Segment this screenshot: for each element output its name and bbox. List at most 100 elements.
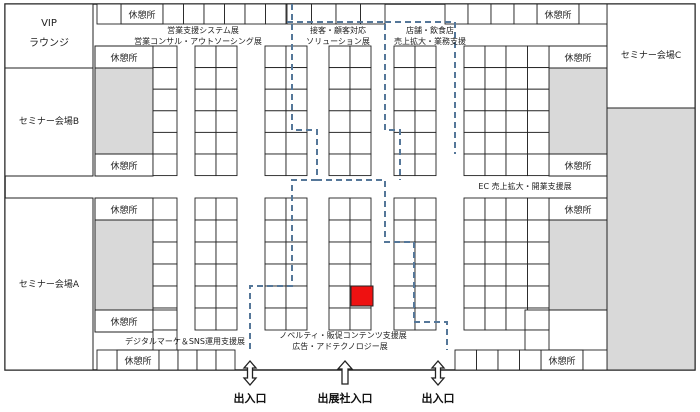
booth[interactable] (285, 285, 308, 309)
booth[interactable] (215, 67, 238, 90)
booth[interactable] (152, 153, 178, 177)
booth[interactable] (505, 219, 528, 243)
booth[interactable] (527, 67, 550, 90)
booth[interactable] (349, 153, 372, 177)
booth[interactable] (328, 153, 351, 177)
booth[interactable] (463, 219, 486, 243)
booth[interactable] (393, 131, 416, 155)
booth[interactable] (414, 263, 437, 287)
booth[interactable] (328, 45, 351, 69)
booth[interactable] (349, 88, 372, 112)
booth[interactable] (527, 110, 550, 133)
booth[interactable] (463, 263, 486, 287)
booth[interactable] (264, 45, 287, 69)
rest-area[interactable]: 休憩所 (94, 45, 154, 69)
booth[interactable] (454, 349, 477, 371)
booth[interactable] (328, 88, 351, 112)
entrance-left-label[interactable]: 出入口 (234, 391, 267, 405)
booth[interactable] (484, 263, 507, 287)
booth[interactable] (393, 197, 416, 221)
booth[interactable] (196, 349, 217, 371)
booth[interactable] (349, 110, 372, 133)
booth[interactable] (264, 88, 287, 112)
booth[interactable] (524, 309, 550, 331)
booth[interactable] (215, 241, 238, 265)
seminar-room-c[interactable] (606, 3, 696, 109)
booth[interactable] (476, 349, 499, 371)
booth[interactable] (393, 263, 416, 287)
booth[interactable] (484, 197, 507, 221)
booth[interactable] (264, 241, 287, 265)
booth[interactable] (463, 67, 486, 90)
booth[interactable] (505, 263, 528, 287)
booth[interactable] (527, 285, 550, 309)
booth[interactable] (463, 45, 486, 69)
booth[interactable] (215, 45, 238, 69)
booth[interactable] (158, 349, 179, 371)
booth[interactable] (463, 88, 486, 112)
booth[interactable] (285, 219, 308, 243)
booth[interactable] (527, 45, 550, 69)
booth[interactable] (505, 67, 528, 90)
rest-area[interactable]: 休憩所 (548, 45, 608, 69)
booth[interactable] (194, 88, 217, 112)
booth[interactable] (484, 285, 507, 309)
booth[interactable] (265, 3, 287, 25)
booth[interactable] (328, 110, 351, 133)
rest-area[interactable]: 休憩所 (548, 197, 608, 221)
booth[interactable] (414, 131, 437, 155)
booth[interactable] (285, 153, 308, 177)
booth[interactable] (264, 131, 287, 155)
booth[interactable] (224, 3, 246, 25)
booth[interactable] (152, 197, 178, 221)
booth[interactable] (152, 110, 178, 133)
booth[interactable] (215, 307, 238, 331)
booth[interactable] (463, 241, 486, 265)
exhibitor-entrance-label[interactable]: 出展社入口 (318, 391, 373, 405)
booth[interactable] (393, 307, 416, 331)
booth[interactable] (285, 197, 308, 221)
booth[interactable] (328, 285, 351, 309)
booth[interactable] (505, 88, 528, 112)
booth[interactable] (328, 131, 351, 155)
booth[interactable] (349, 263, 372, 287)
booth[interactable] (152, 219, 178, 243)
rest-area[interactable]: 休憩所 (116, 349, 160, 371)
highlighted-booth[interactable] (350, 285, 374, 307)
booth[interactable] (527, 153, 550, 177)
booth[interactable] (393, 88, 416, 112)
booth[interactable] (484, 67, 507, 90)
booth[interactable] (513, 3, 538, 25)
booth[interactable] (264, 219, 287, 243)
booth[interactable] (578, 3, 608, 25)
booth[interactable] (194, 153, 217, 177)
seminar-room-a[interactable] (4, 197, 94, 371)
booth[interactable] (524, 329, 550, 351)
booth[interactable] (414, 110, 437, 133)
seminar-room-b[interactable] (4, 67, 94, 177)
booth[interactable] (349, 241, 372, 265)
booth[interactable] (194, 285, 217, 309)
booth[interactable] (484, 307, 507, 331)
booth[interactable] (285, 263, 308, 287)
booth[interactable] (152, 131, 178, 155)
booth[interactable] (152, 241, 178, 265)
booth[interactable] (484, 153, 507, 177)
booth[interactable] (497, 349, 520, 371)
booth[interactable] (349, 67, 372, 90)
booth[interactable] (527, 241, 550, 265)
booth[interactable] (484, 219, 507, 243)
rest-area[interactable]: 休憩所 (548, 153, 608, 177)
booth[interactable] (414, 153, 437, 177)
booth[interactable] (527, 88, 550, 112)
rest-area[interactable]: 休憩所 (94, 309, 154, 333)
booth[interactable] (215, 263, 238, 287)
booth[interactable] (393, 45, 416, 69)
booth[interactable] (194, 110, 217, 133)
booth[interactable] (215, 197, 238, 221)
booth[interactable] (505, 153, 528, 177)
booth[interactable] (177, 349, 198, 371)
rest-area[interactable]: 休憩所 (536, 3, 580, 25)
booth[interactable] (484, 88, 507, 112)
booth[interactable] (505, 110, 528, 133)
